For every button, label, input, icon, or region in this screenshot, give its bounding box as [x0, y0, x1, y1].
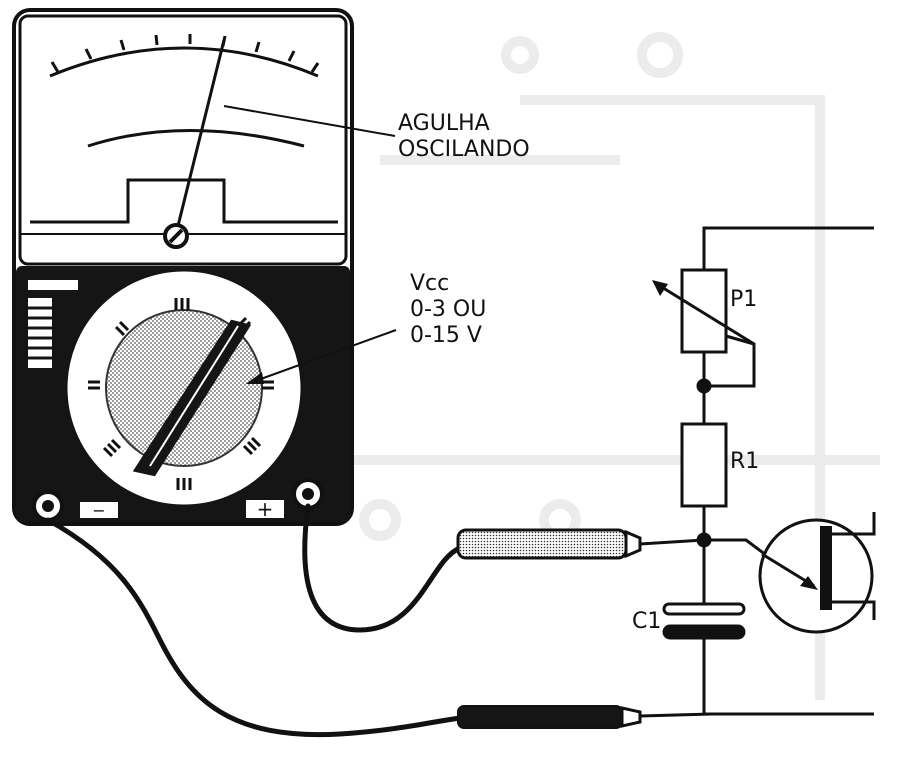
test-leads	[45, 503, 463, 738]
needle-annotation-leader	[223, 105, 396, 137]
vcc-annotation-title: Vcc	[410, 271, 449, 296]
potentiometer-arrowhead	[652, 280, 668, 296]
meter-display-window	[18, 14, 348, 266]
needle-annotation-line1: AGULHA	[398, 111, 490, 136]
negative-probe[interactable]	[457, 705, 713, 729]
range-selector-dial[interactable]	[64, 268, 304, 508]
negative-terminal-label-box	[80, 502, 118, 518]
range-indicator-strip	[28, 280, 78, 368]
meter-scale-arc	[49, 46, 319, 78]
potentiometer-arrow	[659, 284, 755, 346]
transistor-collector-lead	[832, 512, 876, 536]
vcc-annotation-leader	[257, 329, 397, 381]
positive-terminal-label: +	[257, 497, 274, 521]
multimeter: − +	[12, 8, 354, 526]
capacitor-c1-top-plate	[662, 602, 746, 616]
transistor-emitter-lead	[832, 600, 876, 620]
label-p1: P1	[730, 287, 757, 312]
meter-needle	[174, 39, 226, 235]
capacitor-c1-bottom-plate	[662, 624, 746, 640]
bottom-rail-wire	[702, 638, 874, 716]
resistor-r1	[680, 422, 728, 508]
positive-lead-wire	[302, 503, 463, 633]
label-r1: R1	[730, 449, 759, 474]
wiper-wire	[704, 334, 756, 388]
negative-lead-wire	[45, 517, 463, 738]
positive-terminal-label-box	[246, 500, 284, 518]
oscillator-circuit	[652, 226, 876, 716]
junction-p1-r1	[696, 378, 712, 394]
meter-mirror-step	[30, 178, 338, 224]
transistor-base-bar	[820, 526, 832, 610]
dial-position-marks	[88, 298, 274, 490]
needle-annotation-line2: OSCILANDO	[398, 137, 530, 162]
meter-inner-arc	[87, 129, 305, 148]
vcc-annotation-range2: 0-15 V	[410, 323, 482, 348]
negative-terminal-label: −	[92, 501, 105, 520]
transistor-circle[interactable]	[758, 518, 874, 634]
negative-jack[interactable]	[32, 490, 64, 522]
vcc-annotation-arrowhead	[246, 372, 264, 384]
positive-jack[interactable]	[292, 478, 324, 510]
top-rail-wire	[702, 226, 874, 270]
potentiometer-p1	[680, 268, 728, 354]
positive-probe[interactable]	[456, 528, 705, 560]
vcc-annotation-range1: 0-3 OU	[410, 297, 486, 322]
label-c1: C1	[632, 609, 661, 634]
